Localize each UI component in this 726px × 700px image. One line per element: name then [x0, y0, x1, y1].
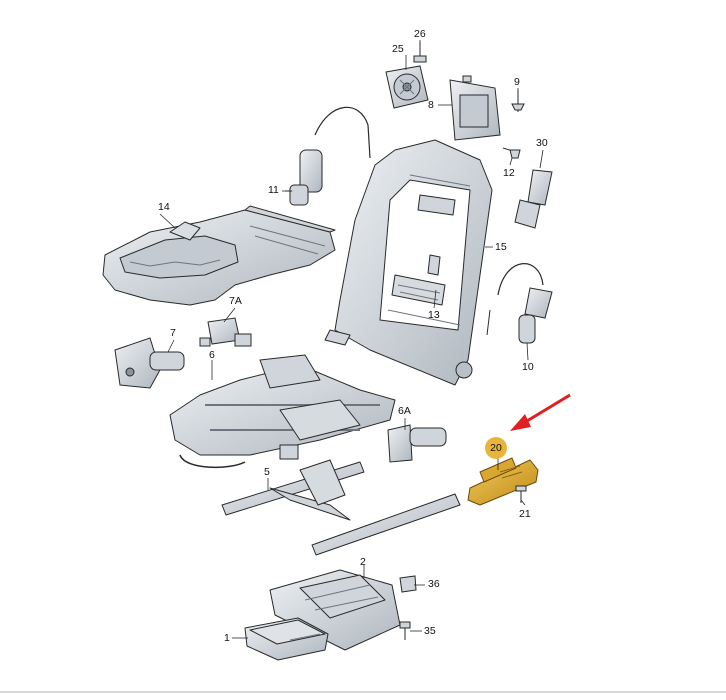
screw-part-9: [511, 90, 525, 112]
motor-part-30: [514, 169, 553, 229]
red-pointer-arrow: [510, 393, 571, 431]
motor-part-10: [486, 263, 553, 344]
label-part-7: 7: [170, 327, 176, 339]
label-part-6: 6: [209, 349, 215, 361]
label-part-21: 21: [519, 508, 531, 520]
label-part-2: 2: [360, 556, 366, 568]
screw-part-12: [502, 147, 521, 159]
control-unit-part-1: [244, 617, 329, 661]
label-part-12: 12: [503, 167, 515, 179]
label-part-13: 13: [428, 309, 440, 321]
highlighted-part-20: [467, 457, 539, 506]
label-part-6a: 6A: [398, 405, 411, 417]
backrest-frame-part-15: [324, 139, 493, 386]
label-part-20-highlight: 20: [485, 437, 507, 459]
label-part-10: 10: [522, 361, 534, 373]
label-part-14: 14: [158, 201, 170, 213]
screw-part-21: [515, 485, 527, 503]
motor-part-6a: [387, 424, 447, 463]
label-part-8: 8: [428, 99, 434, 111]
seat-rails-part-5: [221, 459, 461, 556]
label-part-35: 35: [424, 625, 436, 637]
motor-part-11: [285, 106, 371, 206]
label-part-26: 26: [414, 28, 426, 40]
label-part-25: 25: [392, 43, 404, 55]
label-part-11: 11: [268, 184, 279, 196]
bracket-motor-part-7: [114, 337, 185, 389]
label-part-1: 1: [224, 632, 230, 644]
leader-lines: [159, 40, 544, 639]
label-part-36: 36: [428, 578, 440, 590]
clip-part-36: [399, 575, 417, 593]
label-part-15: 15: [495, 241, 507, 253]
seat-cushion-part-14: [102, 205, 336, 306]
screw-part-35: [399, 621, 411, 640]
fan-part-25: [385, 65, 429, 109]
label-part-9: 9: [514, 76, 520, 88]
label-part-7a: 7A: [229, 295, 242, 307]
label-part-5: 5: [264, 466, 270, 478]
bottom-divider: [0, 691, 726, 693]
connector-part-7a: [199, 317, 252, 347]
label-part-30: 30: [536, 137, 548, 149]
tray-part-2: [269, 569, 401, 651]
height-frame-part-6: [169, 354, 396, 469]
module-part-8: [449, 75, 501, 141]
